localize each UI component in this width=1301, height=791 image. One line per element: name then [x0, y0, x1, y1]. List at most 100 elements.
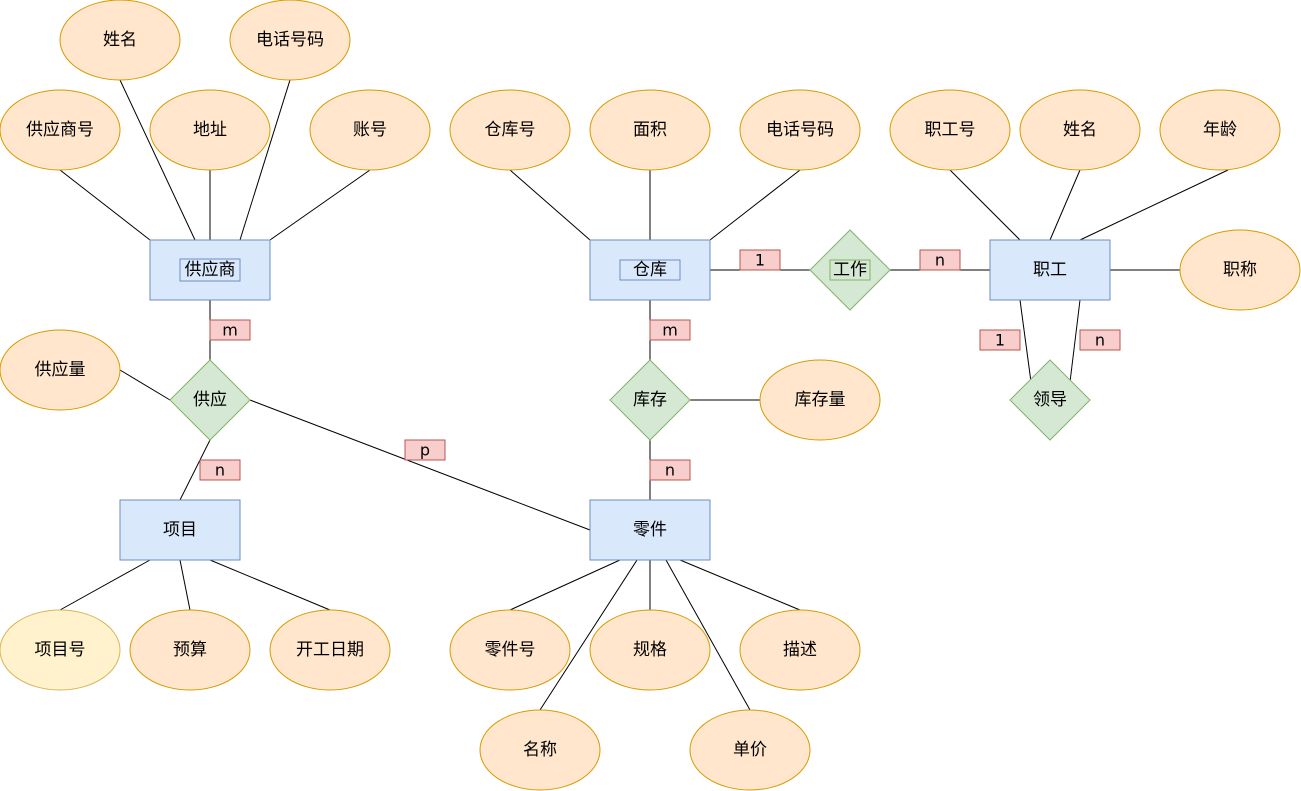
edge-staff-age: [1079, 169, 1229, 241]
svg-text:职称: 职称: [1223, 260, 1257, 280]
edge-supplyqty-supply: [119, 369, 171, 401]
edge-supply-project: [179, 439, 211, 501]
svg-text:电话号码: 电话号码: [766, 120, 834, 140]
edge-staff-lead-1: [1019, 299, 1032, 383]
attr-part-desc: 描述: [739, 609, 861, 691]
edge-part-name: [539, 559, 638, 711]
rel-work: 工作: [809, 229, 891, 311]
rel-supply: 供应: [169, 359, 251, 441]
svg-text:m: m: [662, 321, 678, 340]
svg-text:单价: 单价: [733, 740, 767, 760]
svg-text:n: n: [215, 461, 225, 480]
svg-text:规格: 规格: [633, 640, 667, 660]
rel-stock: 库存: [609, 359, 691, 441]
card-stock-part: n: [649, 459, 691, 481]
attr-project-budget: 预算: [129, 609, 251, 691]
edge-project-no: [59, 559, 151, 611]
attr-part-no: 零件号: [449, 609, 571, 691]
edge-project-budget: [179, 559, 191, 611]
attr-staff-name: 姓名: [1019, 89, 1141, 171]
edge-project-start: [209, 559, 331, 611]
svg-text:项目: 项目: [163, 520, 197, 540]
svg-text:n: n: [1095, 331, 1105, 350]
edge-supplier-phone: [239, 79, 291, 241]
attr-project-no: 项目号: [0, 609, 121, 691]
svg-text:m: m: [222, 321, 238, 340]
svg-text:账号: 账号: [353, 120, 387, 140]
edge-staff-no: [949, 169, 1021, 241]
edge-part-no: [509, 559, 621, 611]
attr-warehouse-no: 仓库号: [449, 89, 571, 171]
edge-part-price: [665, 559, 751, 711]
edge-warehouse-no: [509, 169, 591, 241]
card-supply-part: p: [404, 439, 446, 461]
svg-text:职工: 职工: [1033, 260, 1067, 280]
card-supplier-supply: m: [209, 319, 251, 341]
svg-text:库存: 库存: [633, 390, 667, 410]
entities: 供应商 仓库 职工 项目 零件: [119, 239, 1111, 561]
attr-warehouse-area: 面积: [589, 89, 711, 171]
svg-text:供应商: 供应商: [185, 260, 236, 280]
card-work-staff: n: [919, 249, 961, 271]
svg-text:n: n: [665, 461, 675, 480]
card-warehouse-work: 1: [739, 249, 781, 271]
attr-supplier-name: 姓名: [59, 0, 181, 81]
svg-text:p: p: [420, 441, 430, 460]
svg-text:姓名: 姓名: [103, 30, 137, 50]
entity-supplier: 供应商: [149, 239, 271, 301]
edge-supplier-name: [119, 79, 196, 241]
svg-text:零件: 零件: [633, 520, 667, 540]
svg-text:描述: 描述: [783, 640, 817, 660]
svg-text:项目号: 项目号: [35, 640, 86, 660]
attr-stock-qty: 库存量: [759, 359, 881, 441]
attr-supply-qty: 供应量: [0, 329, 121, 411]
entity-project: 项目: [119, 499, 241, 561]
edge-staff-lead-n: [1069, 299, 1081, 383]
edge-supply-part: [249, 399, 591, 531]
svg-text:姓名: 姓名: [1063, 120, 1097, 140]
svg-text:1: 1: [755, 251, 765, 270]
attr-supplier-account: 账号: [309, 89, 431, 171]
svg-text:供应: 供应: [193, 390, 227, 410]
svg-text:仓库: 仓库: [633, 260, 667, 280]
svg-text:库存量: 库存量: [795, 390, 846, 410]
svg-text:电话号码: 电话号码: [256, 30, 324, 50]
svg-text:供应量: 供应量: [35, 360, 86, 380]
attr-staff-title: 职称: [1179, 229, 1301, 311]
relationships: 供应 库存 工作 领导: [169, 229, 1091, 441]
entity-part: 零件: [589, 499, 711, 561]
attr-supplier-address: 地址: [149, 89, 271, 171]
attr-part-price: 单价: [689, 709, 811, 791]
attr-supplier-phone: 电话号码: [229, 0, 351, 81]
edge-part-desc: [679, 559, 801, 611]
card-warehouse-stock: m: [649, 319, 691, 341]
entity-staff: 职工: [989, 239, 1111, 301]
edge-staff-name: [1049, 169, 1081, 241]
card-supply-project: n: [199, 459, 241, 481]
svg-text:预算: 预算: [173, 640, 207, 660]
attr-staff-age: 年龄: [1159, 89, 1281, 171]
svg-text:供应商号: 供应商号: [26, 120, 94, 140]
svg-text:1: 1: [995, 331, 1005, 350]
card-lead-1: 1: [979, 329, 1021, 351]
svg-text:职工号: 职工号: [925, 120, 976, 140]
cardinalities: m n p m n 1 n 1: [199, 249, 1121, 481]
svg-text:零件号: 零件号: [485, 640, 536, 660]
svg-text:领导: 领导: [1033, 390, 1067, 410]
edge-warehouse-phone: [709, 169, 801, 241]
svg-text:名称: 名称: [523, 740, 557, 760]
attr-staff-no: 职工号: [889, 89, 1011, 171]
svg-text:仓库号: 仓库号: [485, 120, 536, 140]
svg-text:开工日期: 开工日期: [296, 640, 364, 660]
attr-supplier-no: 供应商号: [0, 89, 121, 171]
svg-text:面积: 面积: [633, 120, 667, 140]
card-lead-n: n: [1079, 329, 1121, 351]
svg-text:n: n: [935, 251, 945, 270]
attr-part-name: 名称: [479, 709, 601, 791]
entity-warehouse: 仓库: [589, 239, 711, 301]
svg-text:地址: 地址: [193, 120, 227, 140]
svg-text:年龄: 年龄: [1203, 120, 1237, 140]
edge-supplier-no: [59, 169, 151, 241]
